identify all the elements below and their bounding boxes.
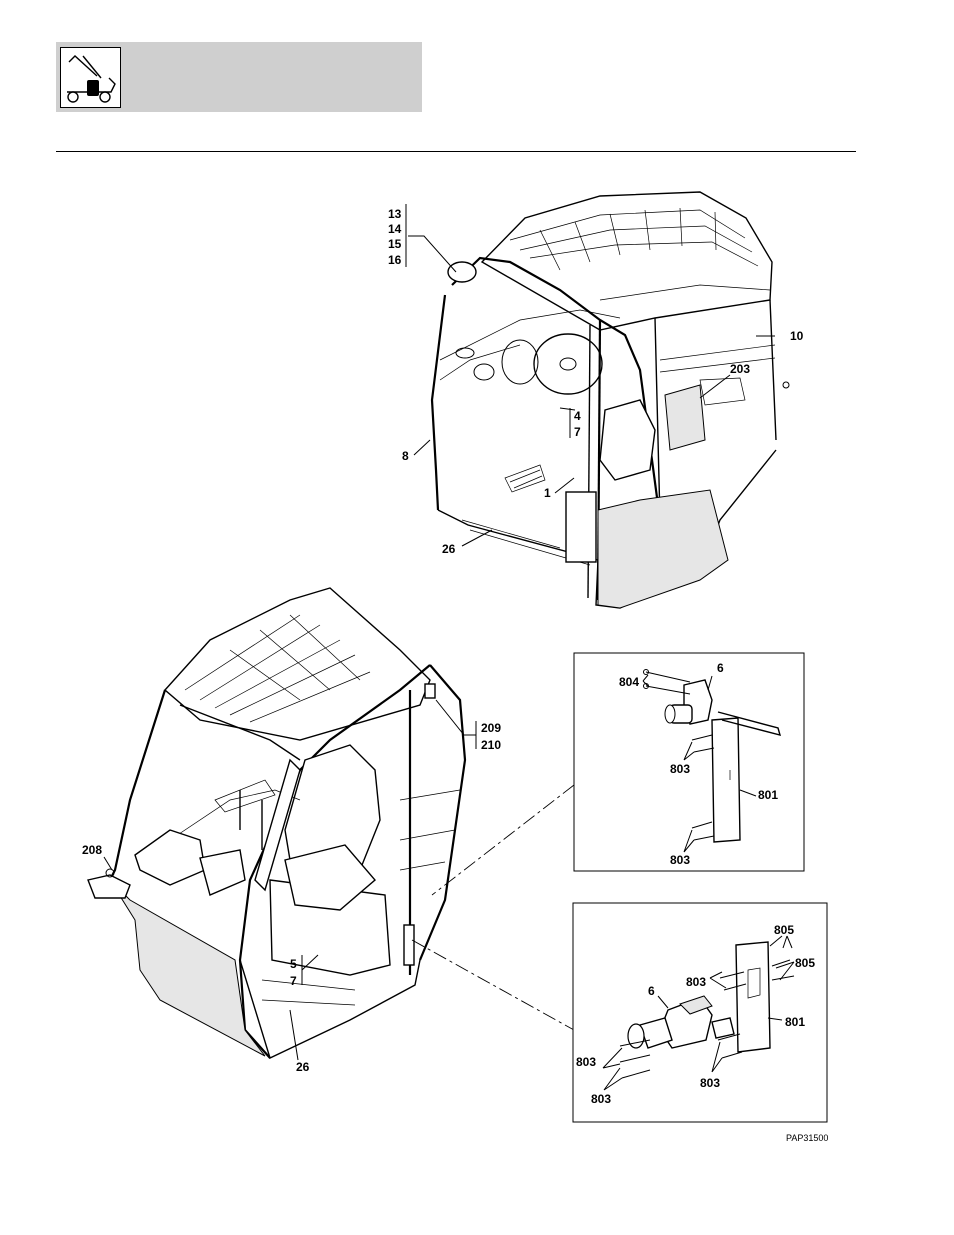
callout-7-lower: 7 [290,974,297,988]
lower-cab-drawing [88,588,465,1058]
callout-15: 15 [388,237,402,251]
detail-b-connector [412,940,574,1030]
callout-13: 13 [388,207,402,221]
detail-a-callout-804: 804 [619,675,639,689]
detail-b-callout-803-top: 803 [686,975,706,989]
callout-203: 203 [730,362,750,376]
upper-cab-drawing [432,192,789,608]
figure-id: PAP31500 [786,1133,828,1143]
callout-4: 4 [574,409,581,423]
callout-7-upper: 7 [574,425,581,439]
callout-16: 16 [388,253,402,267]
callout-8: 8 [402,449,409,463]
detail-b-callout-801: 801 [785,1015,805,1029]
callout-209: 209 [481,721,501,735]
callout-1: 1 [544,486,551,500]
callout-14: 14 [388,222,402,236]
callout-210: 210 [481,738,501,752]
detail-a-callout-803-upper: 803 [670,762,690,776]
detail-a-callout-6: 6 [717,661,724,675]
callout-10: 10 [790,329,804,343]
detail-b-callout-803-left-upper: 803 [576,1055,596,1069]
callout-5: 5 [290,957,297,971]
detail-b-callout-803-left-lower: 803 [591,1092,611,1106]
detail-a-callout-801: 801 [758,788,778,802]
detail-b-callout-803-right: 803 [700,1076,720,1090]
detail-b-callout-805-upper: 805 [774,923,794,937]
callout-26-lower: 26 [296,1060,310,1074]
detail-b-callout-6: 6 [648,984,655,998]
callout-26-upper: 26 [442,542,456,556]
detail-a-callout-803-lower: 803 [670,853,690,867]
callout-208: 208 [82,843,102,857]
detail-b-callout-805-lower: 805 [795,956,815,970]
